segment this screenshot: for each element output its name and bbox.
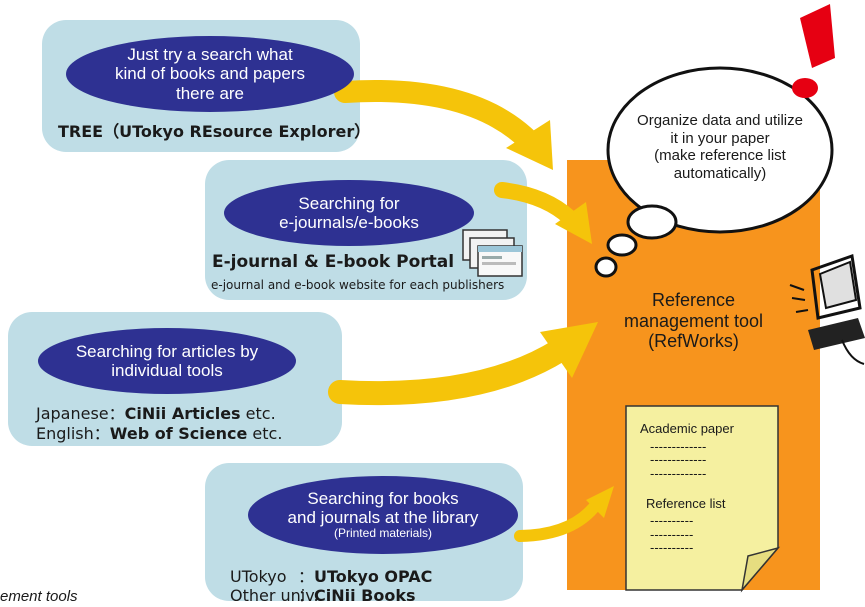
articles-row-suffix: etc. [247,424,283,443]
ejournal-oval-line: Searching for [298,193,400,213]
thought-line: automatically) [673,165,767,183]
computer-icon [789,253,865,365]
refworks-line: Reference [651,290,736,310]
utokyo-opac-link[interactable]: UTokyo OPAC [314,567,433,586]
articles-row-label: English： [36,424,110,443]
articles-oval: Searching for articles by individual too… [38,328,296,394]
library-oval-small: (Printed materials) [333,526,432,541]
footer-fragment: ement tools [0,588,78,605]
reference-dash: ---------- [650,513,694,529]
cinii-books-link[interactable]: CiNii Books [314,586,416,605]
paper-dash: ------------- [650,465,707,481]
exclamation-icon [792,4,835,98]
reference-dash: ---------- [650,540,694,556]
library-oval-line: and journals at the library [287,508,479,528]
browser-windows-icon [462,229,523,277]
library-row-sep: ： [298,567,315,586]
articles-oval-line: Searching for articles by [75,341,259,361]
library-oval: Searching for books and journals at the … [248,476,518,554]
thought-bubble-text: Organize data and utilize it in your pap… [612,112,828,183]
refworks-line: management tool [623,310,764,331]
library-row-label: UTokyo [230,567,287,586]
library-row-sep: ： [298,586,315,605]
academic-paper [625,405,781,593]
articles-row-english: English：Web of Science etc. [36,420,282,444]
refworks-line: (RefWorks) [648,331,739,352]
thought-line: (make reference list [654,147,786,165]
arrow-library [514,486,614,542]
paper-content: Academic paper ------------- -----------… [640,422,770,555]
paper-title: Academic paper [640,421,734,436]
web-of-science-link[interactable]: Web of Science [109,424,248,443]
tree-oval: Just try a search what kind of books and… [66,36,354,112]
library-row-utokyo: UTokyo ：UTokyo OPAC [230,563,432,587]
thought-line: it in your paper [670,129,770,147]
articles-row-suffix: etc. [240,404,276,423]
reference-list-title: Reference list [646,495,726,511]
arrow-tree [334,80,553,170]
ejournal-portal-subtitle: e-journal and e-book website for each pu… [211,278,505,292]
library-row-label: Other univ. [230,586,319,605]
library-row-other: Other univ.：CiNii Books [230,582,416,606]
library-oval-line: Searching for books [307,489,459,509]
paper-dash: ------------- [650,438,707,454]
arrow-articles [328,322,598,406]
ejournal-oval-line: e-journals/e-books [279,213,419,232]
paper-dash: ------------- [650,452,707,468]
tree-caption: TREE（UTokyo REsource Explorer） [58,122,371,141]
refworks-label: Reference management tool (RefWorks) [567,290,820,352]
thought-line: Organize data and utilize [637,112,803,129]
tree-oval-line: there are [175,83,245,103]
arrow-ejournal [494,182,592,244]
articles-row-japanese: Japanese：CiNii Articles etc. [36,400,276,424]
cinii-articles-link[interactable]: CiNii Articles [124,404,241,423]
tree-oval-line: Just try a search what [127,45,293,65]
ejournal-portal-title: E-journal & E-book Portal [212,252,455,272]
articles-row-label: Japanese： [36,404,125,423]
thought-bubble [594,66,834,278]
reference-dash: ---------- [650,526,694,542]
ejournal-oval: Searching for e-journals/e-books [224,180,474,246]
articles-oval-line: individual tools [111,361,223,380]
tree-oval-line: kind of books and papers [115,64,305,84]
